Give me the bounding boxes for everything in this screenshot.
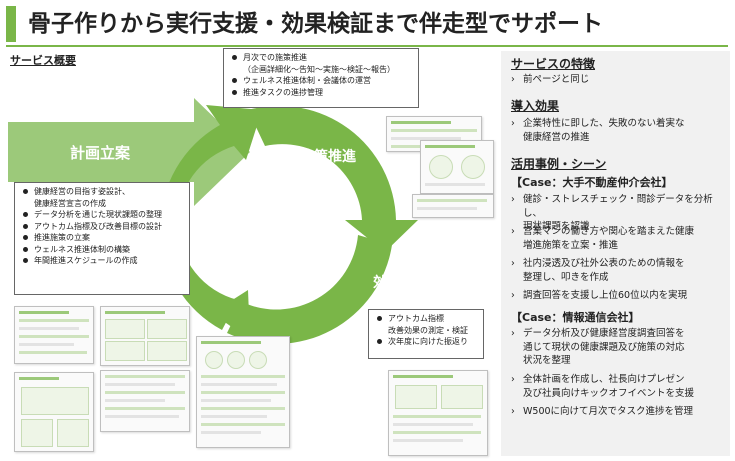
stage-execute-label: 施策推進 [300, 149, 356, 165]
feature-item: ›前ページと同じ [511, 74, 590, 85]
thumbnail-plan-1 [14, 306, 94, 364]
right-panel: サービスの特徴 ›前ページと同じ 導入効果 ›企業特性に即した、失敗のない着実な… [501, 51, 730, 456]
stage-review-line1: 計画 [225, 240, 253, 256]
cycle-arrowhead [212, 290, 250, 340]
stage-review-line2: 見直し [218, 260, 260, 276]
effect-heading: 導入効果 [511, 99, 560, 113]
plan-item: データ分析を通じた現状課題の整理 [23, 209, 184, 221]
case2-item: ›W500に向けて月次でタスク進捗を管理 [511, 406, 694, 417]
execute-item: ウェルネス推進体制・会議体の運営 [232, 75, 413, 87]
plan-item: 健康経営の目指す姿設計、 [23, 186, 184, 198]
effect-item: ›企業特性に即した、失敗のない着実な健康経営の推進 [511, 118, 685, 143]
execute-item: 推進タスクの進捗管理 [232, 87, 413, 99]
case1-item: ›調査回答を支援し上位60位以内を実現 [511, 290, 688, 301]
features-heading: サービスの特徴 [511, 57, 596, 71]
thumbnail-execute-2 [420, 140, 494, 194]
cycle-segment-execute [248, 105, 418, 252]
execute-item: 月次での施策推進 [232, 52, 413, 64]
thumbnail-plan-3 [100, 370, 190, 432]
thumbnail-execute-3 [412, 194, 494, 218]
chevron-right-icon: › [511, 118, 515, 129]
chevron-right-icon: › [511, 74, 515, 85]
chevron-right-icon: › [511, 406, 515, 417]
plan-item: 年間推進スケジュールの作成 [23, 255, 184, 267]
chevron-right-icon: › [511, 194, 515, 205]
case1-item: ›営業マンの働き方や関心を踏まえた健康増進施策を立案・推進 [511, 226, 695, 251]
thumbnail-plan-4 [14, 372, 94, 452]
stage-review-label: 計画 見直し [218, 238, 260, 278]
chevron-right-icon: › [511, 328, 515, 339]
plan-item: アウトカム指標及び改善目標の設計 [23, 221, 184, 233]
plan-item-cont: 健康経営宣言の作成 [34, 198, 106, 208]
plan-item: 推進施策の立案 [23, 232, 184, 244]
page-title: 骨子作りから実行支援・効果検証まで伴走型でサポート [28, 11, 603, 37]
stage-plan-label: 計画立案 [70, 144, 131, 162]
case2-title: 【Case：情報通信会社】 [511, 311, 640, 324]
title-accent-bar [6, 6, 16, 42]
case1-item: ›社内浸透及び社外公表のための情報を整理し、叩きを作成 [511, 258, 685, 283]
verify-callout: アウトカム指標 改善効果の測定・検証 次年度に向けた振返り [368, 309, 484, 359]
verify-item: アウトカム指標 [377, 313, 478, 325]
plan-callout: 健康経営の目指す姿設計、 健康経営宣言の作成 データ分析を通じた現状課題の整理 … [14, 182, 190, 295]
case1-item: ›健診・ストレスチェック・問診データを分析し、現状課題を認識 [511, 194, 713, 232]
cases-heading: 活用事例・シーン [511, 157, 607, 171]
chevron-right-icon: › [511, 226, 515, 237]
chevron-right-icon: › [511, 290, 515, 301]
case1-title: 【Case：大手不動産仲介会社】 [511, 176, 673, 189]
overview-label: サービス概要 [10, 54, 76, 67]
case2-item: ›全体計画を作成し、社長向けプレゼン及び社員向けキックオフイベントを支援 [511, 374, 695, 399]
execute-callout: 月次での施策推進 （企画詳細化～告知～実施～検証～報告） ウェルネス推進体制・会… [223, 48, 419, 108]
plan-item: ウェルネス推進体制の構築 [23, 244, 184, 256]
cycle-segment-verify [227, 235, 392, 344]
thumbnail-plan-2 [100, 306, 190, 366]
execute-item-cont: （企画詳細化～告知～実施～検証～報告） [243, 64, 395, 74]
chevron-right-icon: › [511, 374, 515, 385]
thumbnail-plan-5 [196, 336, 290, 448]
thumbnail-verify-1 [388, 370, 488, 456]
chevron-right-icon: › [511, 258, 515, 269]
case2-item: ›データ分析及び健康経営度調査回答を通じて現状の健康課題及び施策の対応状況を整理 [511, 328, 685, 366]
verify-item-cont: 改善効果の測定・検証 [388, 325, 468, 335]
verify-item: 次年度に向けた振返り [377, 336, 478, 348]
title-divider [6, 45, 728, 47]
stage-verify-label: 効果検証 [373, 275, 429, 291]
